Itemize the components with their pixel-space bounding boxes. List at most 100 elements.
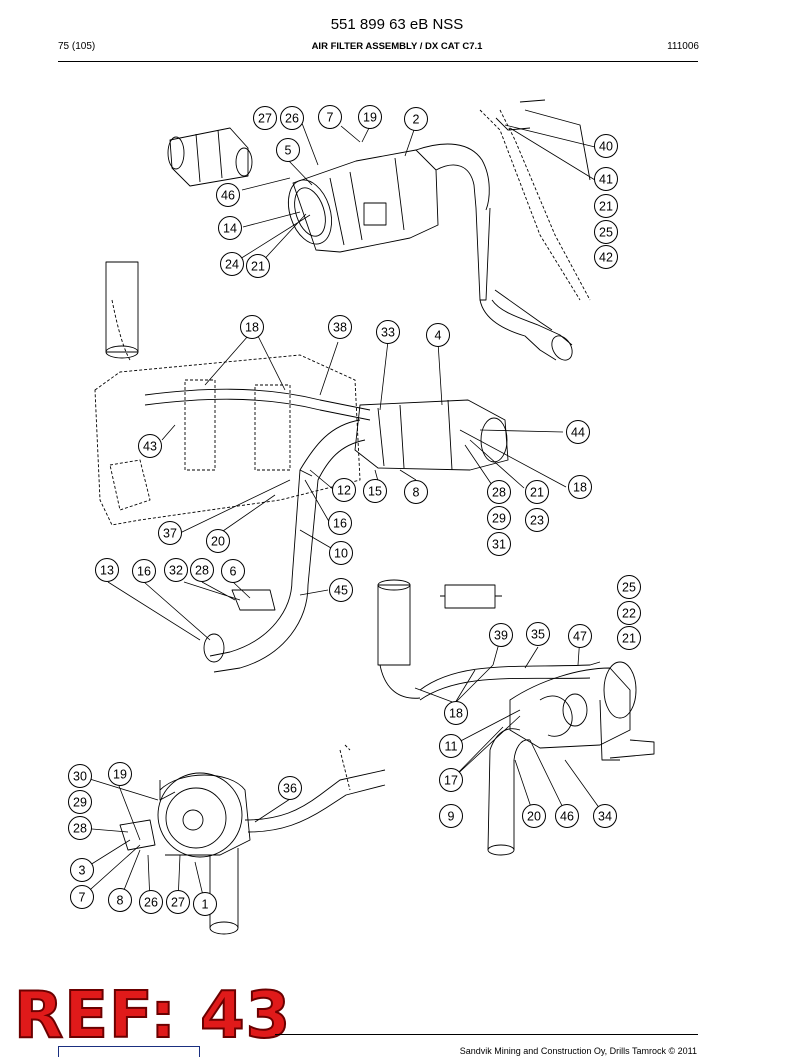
footer-copyright: Sandvik Mining and Construction Oy, Dril… [459, 1046, 697, 1056]
callout-10: 10 [329, 541, 353, 565]
callout-circle [276, 138, 300, 162]
callout-circle [525, 508, 549, 532]
callout-number: 26 [144, 896, 158, 910]
callout-circle [617, 601, 641, 625]
callout-number: 18 [449, 707, 463, 721]
callout-circle [221, 559, 245, 583]
callout-number: 22 [622, 607, 636, 621]
callout-44: 44 [566, 420, 590, 444]
callout-number: 11 [445, 740, 458, 754]
lower-right-air-filter-assembly [377, 579, 655, 856]
callout-number: 23 [530, 514, 544, 528]
callout-circle [522, 804, 546, 828]
callout-circle [568, 475, 592, 499]
footer-rule [275, 1034, 698, 1035]
callout-8: 8 [404, 480, 428, 504]
callout-27: 27 [166, 890, 190, 914]
callout-circle [594, 134, 618, 158]
callout-circle [594, 194, 618, 218]
callout-number: 8 [413, 486, 420, 500]
callout-circle [332, 478, 356, 502]
callout-16: 16 [132, 559, 156, 583]
callout-circle [95, 558, 119, 582]
callout-9: 9 [439, 804, 463, 828]
callout-circle [108, 888, 132, 912]
callout-37: 37 [158, 521, 182, 545]
callout-number: 28 [73, 822, 87, 836]
callout-circle [617, 575, 641, 599]
callout-17: 17 [439, 768, 463, 792]
callout-5: 5 [276, 138, 300, 162]
callout-circle [363, 479, 387, 503]
callout-number: 7 [327, 111, 334, 125]
callout-7: 7 [70, 885, 94, 909]
callout-circle [329, 541, 353, 565]
sandvik-logo-icon [58, 1046, 200, 1057]
callout-25: 25 [594, 220, 618, 244]
callout-36: 36 [278, 776, 302, 800]
callout-circle [555, 804, 579, 828]
callout-circle [568, 624, 592, 648]
callout-29: 29 [487, 506, 511, 530]
callout-28: 28 [487, 480, 511, 504]
callout-number: 1 [202, 898, 209, 912]
callout-circle [132, 559, 156, 583]
callout-circle [253, 106, 277, 130]
callout-circle [139, 890, 163, 914]
callout-13: 13 [95, 558, 119, 582]
callout-number: 15 [368, 485, 382, 499]
callout-circle [358, 105, 382, 129]
callout-number: 18 [245, 321, 259, 335]
callout-number: 28 [195, 564, 209, 578]
callout-circle [525, 480, 549, 504]
callout-33: 33 [376, 320, 400, 344]
callout-number: 44 [571, 426, 585, 440]
document-number: 551 899 63 eB NSS [330, 16, 464, 33]
callout-circle [190, 558, 214, 582]
callout-number: 16 [333, 517, 347, 531]
callout-number: 16 [137, 565, 151, 579]
callout-circle [617, 626, 641, 650]
callout-circle [329, 578, 353, 602]
callout-3: 3 [70, 858, 94, 882]
callout-number: 38 [333, 321, 347, 335]
callout-number: 7 [79, 891, 86, 905]
callout-6: 6 [221, 559, 245, 583]
middle-air-filter-assembly [94, 261, 509, 673]
callout-8: 8 [108, 888, 132, 912]
callout-circle [138, 434, 162, 458]
document-date: 111006 [667, 41, 699, 52]
callout-number: 34 [598, 810, 612, 824]
callout-19: 19 [108, 762, 132, 786]
callout-26: 26 [139, 890, 163, 914]
callout-38: 38 [328, 315, 352, 339]
callout-circle [158, 521, 182, 545]
callout-number: 40 [599, 140, 613, 154]
callout-circle [68, 816, 92, 840]
callout-number: 27 [171, 896, 185, 910]
callout-35: 35 [526, 622, 550, 646]
callout-23: 23 [525, 508, 549, 532]
callout-circle [426, 323, 450, 347]
callout-21: 21 [594, 194, 618, 218]
callout-circle [218, 216, 242, 240]
callout-number: 41 [599, 173, 613, 187]
callout-number: 43 [143, 440, 157, 454]
callout-circle [404, 480, 428, 504]
callout-circle [594, 220, 618, 244]
callout-circle [318, 105, 342, 129]
callout-circle [594, 167, 618, 191]
section-title: AIR FILTER ASSEMBLY / DX CAT C7.1 [311, 41, 483, 52]
callout-circle [487, 480, 511, 504]
callout-circle [216, 183, 240, 207]
callout-circle [526, 622, 550, 646]
callout-number: 25 [622, 581, 636, 595]
callout-circle [206, 529, 230, 553]
callout-circle [444, 701, 468, 725]
callout-number: 45 [334, 584, 348, 598]
callout-number: 18 [573, 481, 587, 495]
callout-number: 28 [492, 486, 506, 500]
callout-number: 20 [211, 535, 225, 549]
